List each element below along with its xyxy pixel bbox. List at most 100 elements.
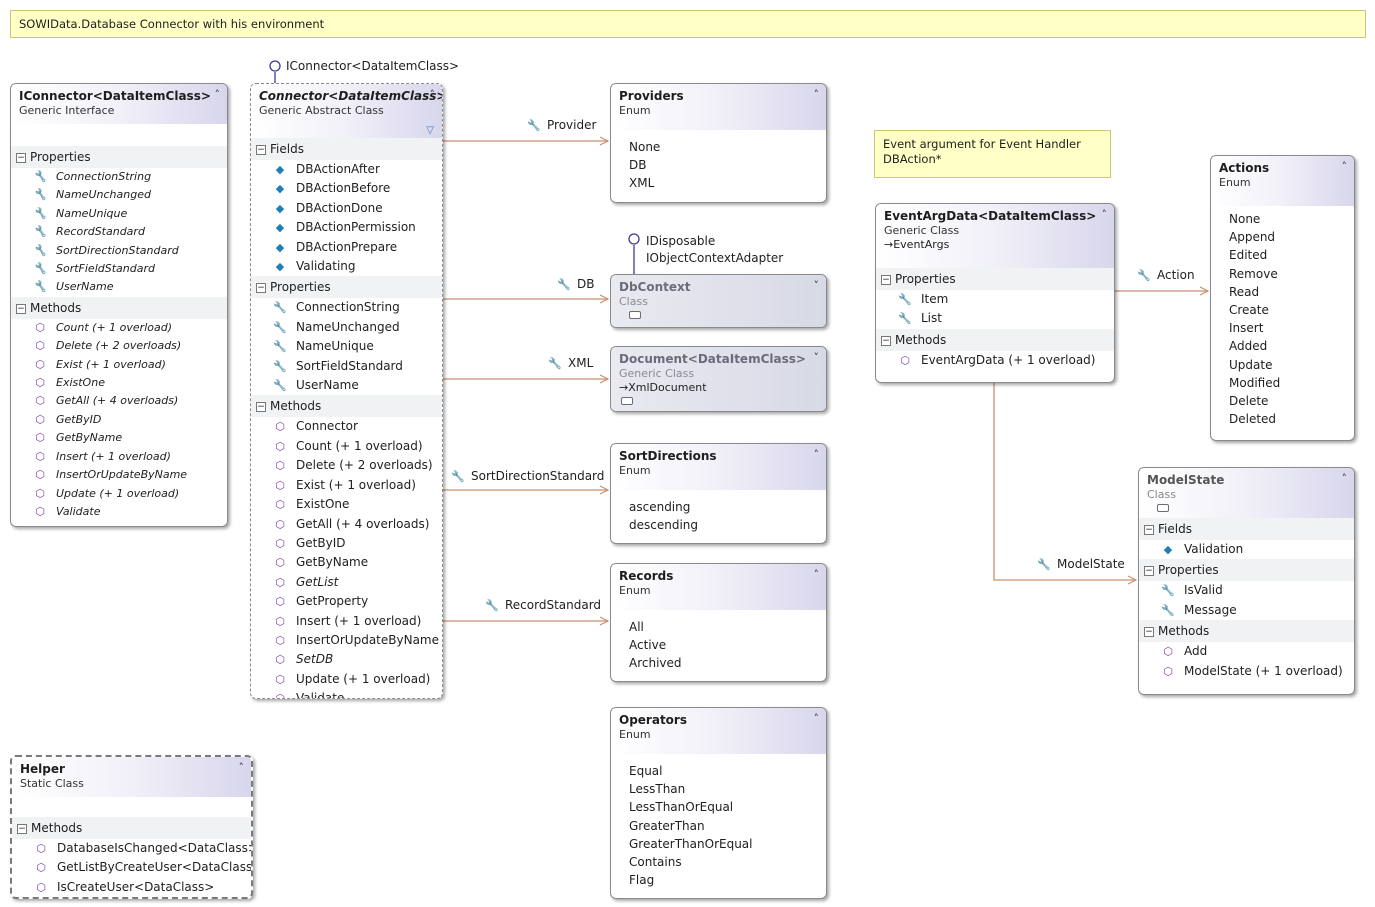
document-box[interactable]: Document<DataItemClass> Generic Class →X… bbox=[610, 346, 827, 412]
enum-value[interactable]: Active bbox=[629, 636, 826, 654]
actions-header[interactable]: Actions Enum ˄ bbox=[1211, 156, 1354, 206]
member-row[interactable]: ◆DBActionAfter bbox=[251, 160, 442, 179]
member-row[interactable]: 🔧Item bbox=[876, 290, 1114, 309]
collapse-icon[interactable]: − bbox=[16, 153, 26, 163]
enum-value[interactable]: XML bbox=[629, 174, 826, 192]
collapse-icon[interactable]: − bbox=[1144, 525, 1154, 535]
iconnector-box[interactable]: IConnector<DataItemClass> Generic Interf… bbox=[10, 83, 228, 527]
member-row[interactable]: 🔧ConnectionString bbox=[11, 168, 227, 186]
dbcontext-header[interactable]: DbContext Class ˅ bbox=[611, 275, 826, 327]
records-header[interactable]: Records Enum ˄ bbox=[611, 564, 826, 610]
enum-value[interactable]: Read bbox=[1229, 283, 1354, 301]
member-row[interactable]: 🔧SortFieldStandard bbox=[251, 357, 442, 376]
connector-properties-section[interactable]: −Properties bbox=[251, 276, 442, 299]
member-row[interactable]: ⬡Update (+ 1 overload) bbox=[11, 485, 227, 503]
chevron-down-icon[interactable]: ˅ bbox=[813, 351, 820, 364]
member-row[interactable]: ⬡Validate bbox=[11, 503, 227, 521]
enum-value[interactable]: GreaterThan bbox=[629, 817, 826, 835]
enum-value[interactable]: Append bbox=[1229, 228, 1354, 246]
chevron-up-icon[interactable]: ˄ bbox=[214, 88, 221, 101]
eventargdata-header[interactable]: EventArgData<DataItemClass> Generic Clas… bbox=[876, 204, 1114, 268]
iconnector-properties-section[interactable]: −Properties bbox=[11, 146, 227, 168]
enum-value[interactable]: Equal bbox=[629, 762, 826, 780]
chevron-up-icon[interactable]: ˄ bbox=[813, 712, 820, 725]
member-row[interactable]: ⬡Add bbox=[1139, 642, 1354, 661]
enum-value[interactable]: ascending bbox=[629, 498, 826, 516]
collapse-icon[interactable]: − bbox=[256, 283, 266, 294]
dbcontext-box[interactable]: DbContext Class ˅ bbox=[610, 274, 827, 328]
connector-fields-section[interactable]: −Fields bbox=[251, 138, 442, 160]
enum-value[interactable]: None bbox=[1229, 210, 1354, 228]
chevron-up-icon[interactable]: ˄ bbox=[1101, 208, 1108, 221]
member-row[interactable]: 🔧NameUnique bbox=[11, 205, 227, 223]
member-row[interactable]: 🔧RecordStandard bbox=[11, 223, 227, 241]
member-row[interactable]: ⬡Count (+ 1 overload) bbox=[251, 437, 442, 456]
collapse-icon[interactable]: − bbox=[881, 335, 891, 346]
member-row[interactable]: ⬡Validate bbox=[251, 689, 442, 698]
member-row[interactable]: ◆DBActionDone bbox=[251, 199, 442, 218]
modelstate-properties-section[interactable]: −Properties bbox=[1139, 559, 1354, 582]
collapse-icon[interactable]: − bbox=[256, 402, 266, 413]
enum-value[interactable]: Insert bbox=[1229, 319, 1354, 337]
member-row[interactable]: ◆DBActionPrepare bbox=[251, 238, 442, 257]
connector-methods-section[interactable]: −Methods bbox=[251, 395, 442, 418]
enum-value[interactable]: LessThanOrEqual bbox=[629, 798, 826, 816]
helper-methods-section[interactable]: −Methods bbox=[12, 817, 251, 839]
enum-value[interactable]: descending bbox=[629, 516, 826, 534]
enum-value[interactable]: Added bbox=[1229, 337, 1354, 355]
eventargdata-properties-section[interactable]: −Properties bbox=[876, 268, 1114, 290]
enum-value[interactable]: Flag bbox=[629, 871, 826, 889]
member-row[interactable]: 🔧SortFieldStandard bbox=[11, 260, 227, 278]
member-row[interactable]: 🔧ConnectionString bbox=[251, 298, 442, 317]
connector-box[interactable]: Connector<DataItemClass> Generic Abstrac… bbox=[250, 83, 443, 699]
member-row[interactable]: ⬡GetProperty bbox=[251, 592, 442, 611]
member-row[interactable]: 🔧List bbox=[876, 309, 1114, 328]
modelstate-box[interactable]: ModelState Class ˄ −Fields ◆Validation −… bbox=[1138, 467, 1355, 695]
member-row[interactable]: ◆Validation bbox=[1139, 540, 1354, 559]
filter-icon[interactable]: ▽ bbox=[426, 125, 434, 136]
enum-value[interactable]: Deleted bbox=[1229, 410, 1354, 428]
member-row[interactable]: ⬡GetAll (+ 4 overloads) bbox=[11, 392, 227, 410]
sortdirections-header[interactable]: SortDirections Enum ˄ bbox=[611, 444, 826, 490]
enum-value[interactable]: Contains bbox=[629, 853, 826, 871]
member-row[interactable]: ⬡ExistOne bbox=[11, 374, 227, 392]
member-row[interactable]: 🔧NameUnchanged bbox=[11, 186, 227, 204]
enum-value[interactable]: DB bbox=[629, 156, 826, 174]
member-row[interactable]: ⬡Exist (+ 1 overload) bbox=[11, 356, 227, 374]
modelstate-fields-section[interactable]: −Fields bbox=[1139, 518, 1354, 540]
enum-value[interactable]: Edited bbox=[1229, 246, 1354, 264]
member-row[interactable]: ⬡ExistOne bbox=[251, 495, 442, 514]
member-row[interactable]: ⬡GetAll (+ 4 overloads) bbox=[251, 515, 442, 534]
member-row[interactable]: ⬡DatabaseIsChanged<DataClass> bbox=[12, 839, 251, 858]
chevron-up-icon[interactable]: ˄ bbox=[813, 568, 820, 581]
member-row[interactable]: ⬡Insert (+ 1 overload) bbox=[11, 448, 227, 466]
member-row[interactable]: ⬡ModelState (+ 1 overload) bbox=[1139, 662, 1354, 681]
enum-value[interactable]: None bbox=[629, 138, 826, 156]
member-row[interactable]: 🔧Message bbox=[1139, 601, 1354, 620]
member-row[interactable]: ⬡Count (+ 1 overload) bbox=[11, 319, 227, 337]
member-row[interactable]: 🔧NameUnique bbox=[251, 337, 442, 356]
member-row[interactable]: ⬡EventArgData (+ 1 overload) bbox=[876, 351, 1114, 370]
collapse-icon[interactable]: − bbox=[881, 275, 891, 285]
collapse-icon[interactable]: − bbox=[256, 145, 266, 155]
eventargdata-methods-section[interactable]: −Methods bbox=[876, 328, 1114, 351]
chevron-up-icon[interactable]: ˄ bbox=[813, 448, 820, 461]
enum-value[interactable]: Remove bbox=[1229, 265, 1354, 283]
enum-value[interactable]: Archived bbox=[629, 654, 826, 672]
enum-value[interactable]: LessThan bbox=[629, 780, 826, 798]
member-row[interactable]: ⬡GetByID bbox=[251, 534, 442, 553]
helper-header[interactable]: Helper Static Class ˄ bbox=[12, 757, 251, 797]
member-row[interactable]: ⬡Exist (+ 1 overload) bbox=[251, 476, 442, 495]
chevron-up-icon[interactable]: ˄ bbox=[1341, 160, 1348, 173]
member-row[interactable]: 🔧UserName bbox=[251, 376, 442, 395]
enum-value[interactable]: GreaterThanOrEqual bbox=[629, 835, 826, 853]
modelstate-methods-section[interactable]: −Methods bbox=[1139, 620, 1354, 643]
chevron-up-icon[interactable]: ˄ bbox=[813, 88, 820, 101]
iconnector-methods-section[interactable]: −Methods bbox=[11, 296, 227, 319]
member-row[interactable]: ⬡GetByName bbox=[11, 429, 227, 447]
member-row[interactable]: ◆DBActionBefore bbox=[251, 179, 442, 198]
